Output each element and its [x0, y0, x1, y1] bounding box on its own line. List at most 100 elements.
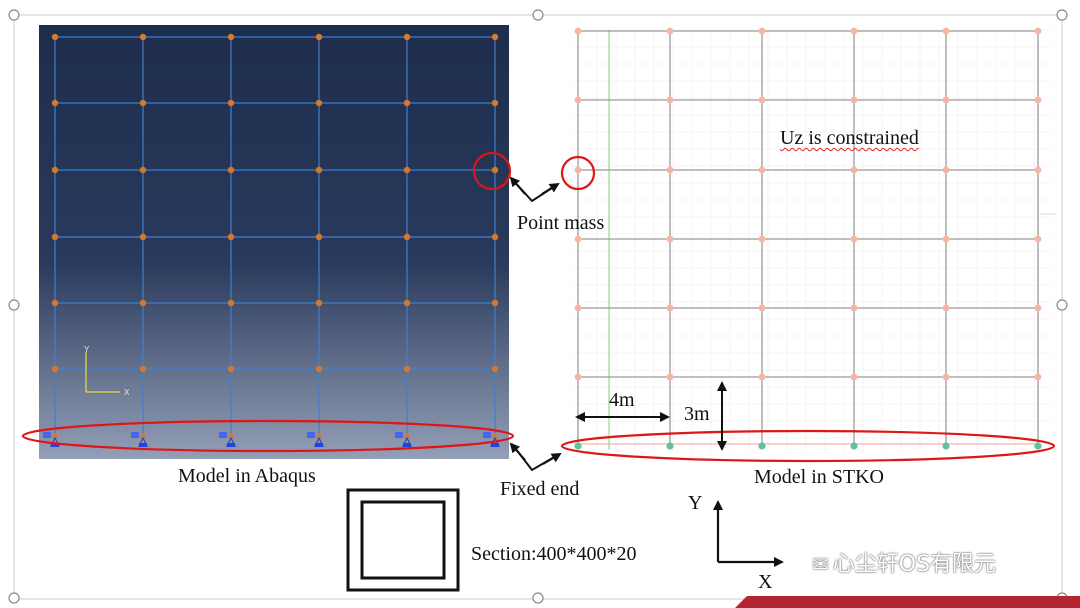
- highlights: [21, 151, 1056, 463]
- stko-node: [850, 166, 858, 174]
- resize-handle[interactable]: [8, 9, 20, 21]
- stko-fixed-node: [1034, 442, 1042, 450]
- abaqus-support-base: [139, 443, 147, 447]
- dimension-4m-label: 4m: [609, 389, 635, 411]
- abaqus-support-base: [227, 443, 235, 447]
- resize-handle[interactable]: [1056, 9, 1068, 21]
- stko-node: [850, 373, 858, 381]
- stko-node: [666, 373, 674, 381]
- stko-node: [666, 304, 674, 312]
- abaqus-node: [227, 365, 235, 373]
- abaqus-node: [139, 233, 147, 241]
- triad-y-label: Y: [84, 345, 90, 354]
- abaqus-node: [227, 99, 235, 107]
- abaqus-support-base: [315, 443, 323, 447]
- abaqus-node: [315, 166, 323, 174]
- stko-fixed-node: [666, 442, 674, 450]
- abaqus-node: [315, 99, 323, 107]
- abaqus-node: [51, 33, 59, 41]
- abaqus-node: [403, 299, 411, 307]
- abaqus-node: [491, 299, 499, 307]
- stko-node: [574, 373, 582, 381]
- stko-node: [666, 166, 674, 174]
- abaqus-base-node: [316, 433, 322, 439]
- resize-handle[interactable]: [8, 299, 20, 311]
- stko-node: [758, 166, 766, 174]
- stko-model-panel: [572, 27, 1056, 452]
- abaqus-point-masses: [51, 33, 499, 373]
- watermark-text: 心尘轩OS有限元: [832, 552, 997, 577]
- stko-point-masses: [574, 27, 1042, 450]
- stko-fixed-node: [942, 442, 950, 450]
- stko-node: [758, 373, 766, 381]
- stko-fixed-node: [850, 442, 858, 450]
- abaqus-node: [227, 33, 235, 41]
- stko-node: [666, 27, 674, 35]
- abaqus-node: [227, 233, 235, 241]
- stko-node: [1034, 304, 1042, 312]
- resize-handle[interactable]: [8, 592, 20, 604]
- point-mass-label: Point mass: [517, 212, 605, 234]
- resize-handle[interactable]: [1056, 299, 1068, 311]
- stko-node: [850, 235, 858, 243]
- abaqus-support-base: [403, 443, 411, 447]
- resize-handle[interactable]: [532, 9, 544, 21]
- wechat-icon: ✉: [812, 552, 829, 576]
- triad-x-label: X: [124, 388, 130, 397]
- abaqus-fixed-supports: [43, 432, 500, 447]
- abaqus-node: [491, 99, 499, 107]
- fixed-end-label: Fixed end: [500, 478, 580, 500]
- abaqus-node: [227, 299, 235, 307]
- stko-node: [666, 96, 674, 104]
- stko-node: [942, 304, 950, 312]
- resize-handle[interactable]: [532, 592, 544, 604]
- stko-node: [1034, 96, 1042, 104]
- abaqus-support-glyph: [395, 432, 403, 438]
- abaqus-node: [139, 99, 147, 107]
- abaqus-node: [227, 166, 235, 174]
- stko-node: [942, 235, 950, 243]
- abaqus-base-node: [492, 433, 498, 439]
- abaqus-model-panel: Y X: [39, 25, 509, 459]
- global-y-label: Y: [688, 492, 703, 514]
- stko-fixed-node: [758, 442, 766, 450]
- stko-node: [850, 304, 858, 312]
- abaqus-support-base: [51, 443, 59, 447]
- abaqus-node: [51, 166, 59, 174]
- stko-node: [758, 96, 766, 104]
- stko-model-caption: Model in STKO: [754, 466, 884, 488]
- stko-node: [758, 27, 766, 35]
- abaqus-node: [315, 365, 323, 373]
- abaqus-node: [315, 233, 323, 241]
- abaqus-node: [139, 33, 147, 41]
- abaqus-node: [315, 33, 323, 41]
- stko-frame-grid: [577, 30, 1039, 446]
- selection-frame[interactable]: [8, 9, 1068, 604]
- callout-arrows: [509, 176, 562, 472]
- stko-node: [574, 166, 582, 174]
- abaqus-node: [139, 166, 147, 174]
- abaqus-node: [51, 99, 59, 107]
- abaqus-base-node: [228, 433, 234, 439]
- abaqus-node: [403, 33, 411, 41]
- stko-node: [574, 96, 582, 104]
- abaqus-support-glyph: [483, 432, 491, 438]
- stko-node: [574, 27, 582, 35]
- stko-node: [942, 27, 950, 35]
- abaqus-node: [139, 299, 147, 307]
- abaqus-node: [491, 365, 499, 373]
- stko-node: [942, 96, 950, 104]
- abaqus-node: [315, 299, 323, 307]
- stko-node: [1034, 235, 1042, 243]
- stko-node: [758, 304, 766, 312]
- global-x-label: X: [758, 571, 773, 593]
- abaqus-node: [51, 365, 59, 373]
- stko-fixed-end-highlight: [560, 429, 1056, 463]
- abaqus-node: [403, 166, 411, 174]
- stko-node: [850, 27, 858, 35]
- stko-fixed-node: [574, 442, 582, 450]
- abaqus-support-glyph: [43, 432, 51, 438]
- abaqus-node: [491, 33, 499, 41]
- abaqus-node: [403, 233, 411, 241]
